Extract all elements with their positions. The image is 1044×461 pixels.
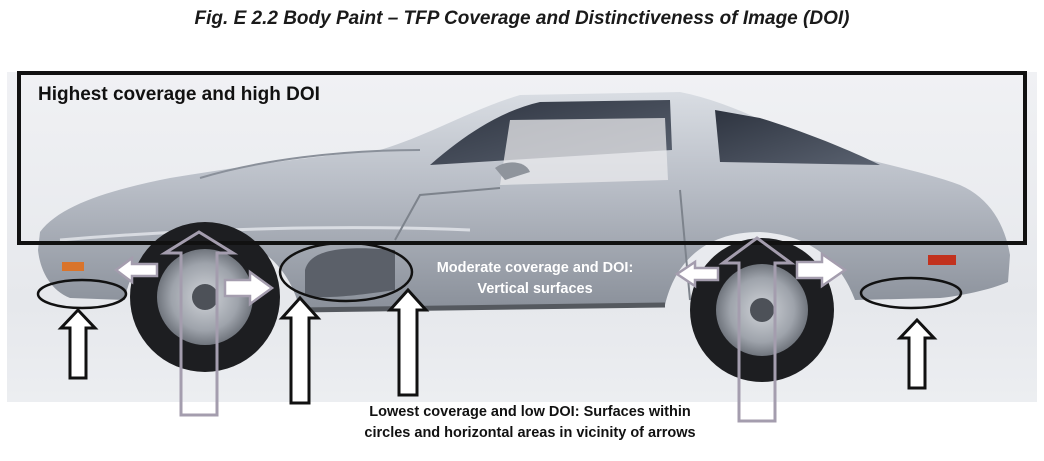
left-arrow-icon <box>674 259 720 289</box>
low-area-circle <box>36 278 128 310</box>
right-arrow-icon <box>223 269 275 307</box>
highest-coverage-label: Highest coverage and high DOI <box>38 84 320 105</box>
figure-title: Fig. E 2.2 Body Paint – TFP Coverage and… <box>194 8 850 29</box>
car-body <box>38 92 1010 313</box>
lowest-coverage-line-1: Lowest coverage and low DOI: Surfaces wi… <box>369 404 691 420</box>
lowest-coverage-label: Lowest coverage and low DOI: Surfaces wi… <box>300 402 760 444</box>
up-arrow-icon <box>57 307 99 380</box>
rear-wheel <box>690 238 834 382</box>
up-arrow-icon <box>159 230 239 417</box>
up-arrow-icon <box>278 295 322 405</box>
left-arrow-icon <box>113 255 159 285</box>
up-arrow-icon <box>896 317 938 390</box>
up-arrow-icon <box>718 236 796 423</box>
moderate-coverage-line-2: Vertical surfaces <box>477 281 593 297</box>
highest-coverage-frame <box>17 71 1027 245</box>
up-arrow-icon <box>386 287 430 397</box>
moderate-coverage-label: Moderate coverage and DOI: Vertical surf… <box>410 258 660 300</box>
lowest-coverage-line-2: circles and horizontal areas in vicinity… <box>364 425 696 441</box>
moderate-coverage-line-1: Moderate coverage and DOI: <box>436 260 634 276</box>
low-area-circle <box>859 276 963 310</box>
low-area-circle <box>278 241 414 303</box>
right-arrow-icon <box>795 251 848 289</box>
